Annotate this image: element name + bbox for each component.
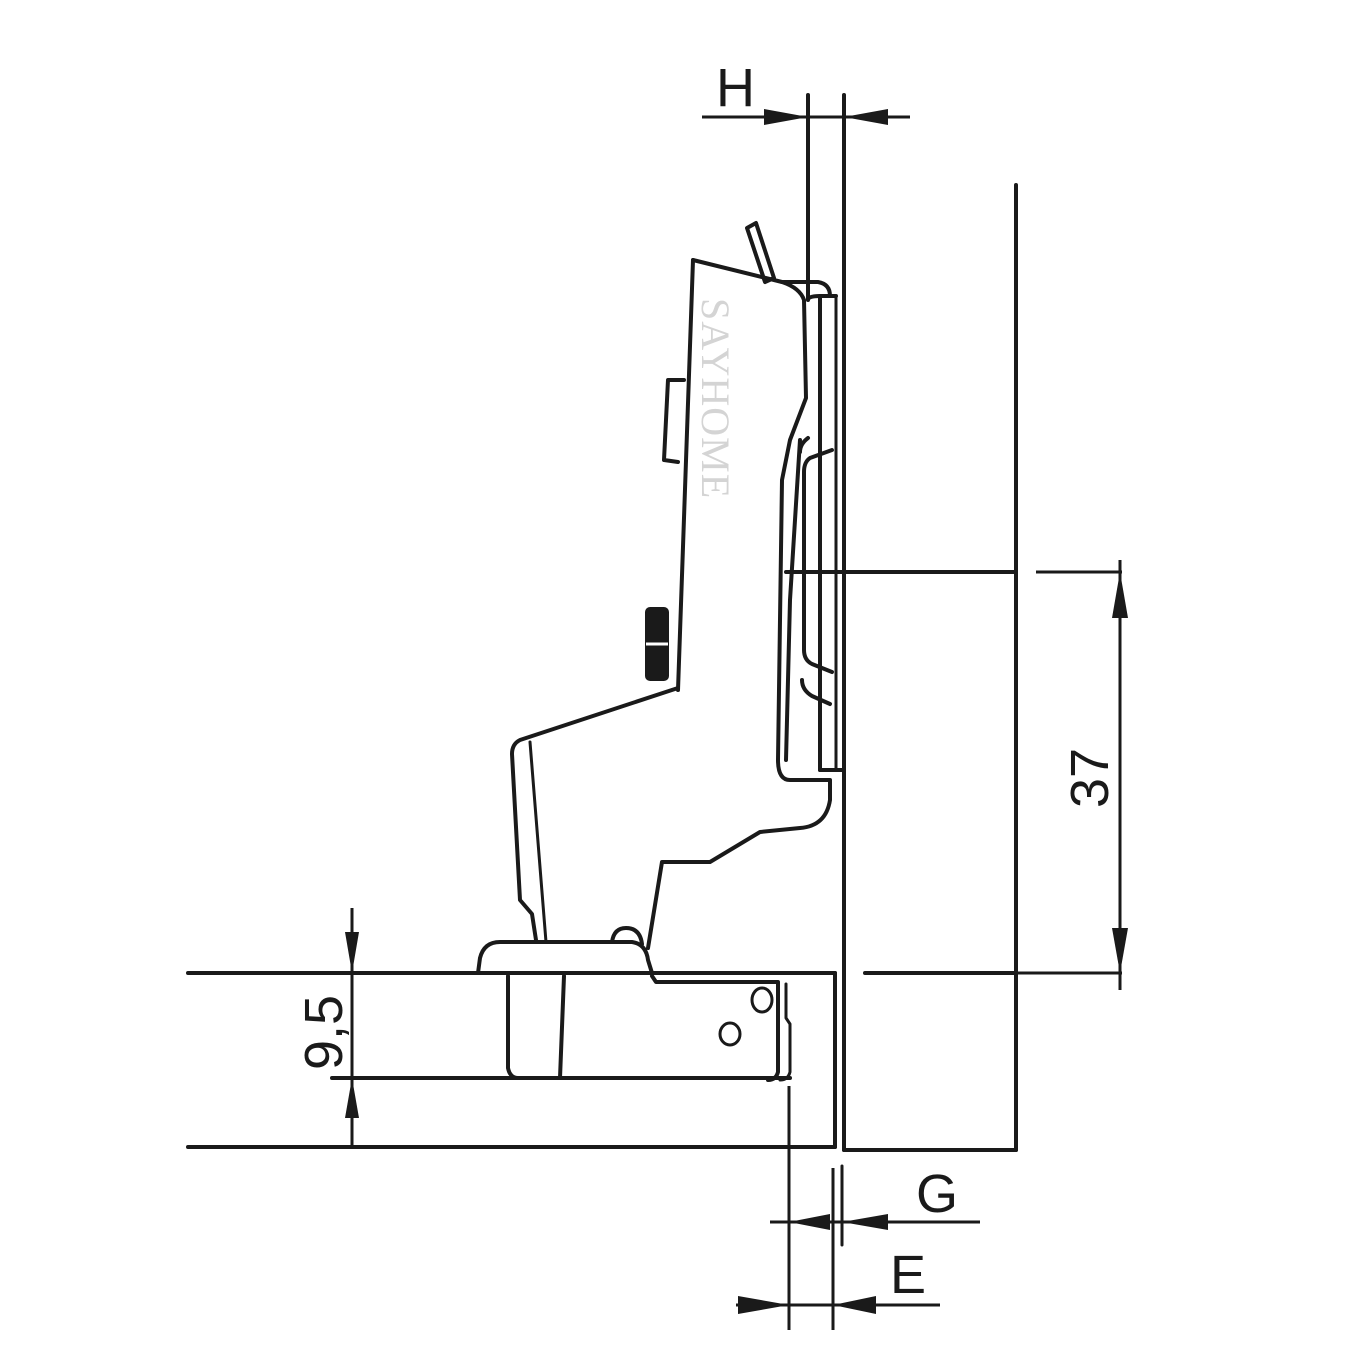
label-37: 37 — [1060, 748, 1120, 808]
dimension-g-e: G E — [736, 1086, 980, 1330]
dimension-h: H — [702, 58, 910, 125]
hinge-base — [330, 926, 1018, 1082]
watermark: SAYHOME — [693, 298, 738, 499]
label-e: E — [890, 1245, 926, 1305]
hinge-cup — [784, 436, 1018, 706]
dimension-37: 37 — [1016, 560, 1128, 990]
side-panel — [842, 93, 1018, 1152]
label-g: G — [916, 1164, 958, 1224]
dimension-9-5: 9,5 — [294, 908, 359, 1147]
hinge-arm — [510, 221, 832, 950]
label-9-5: 9,5 — [294, 995, 354, 1070]
label-h: H — [716, 58, 755, 118]
mounting-plate — [806, 93, 846, 772]
door-panel — [186, 971, 837, 1149]
